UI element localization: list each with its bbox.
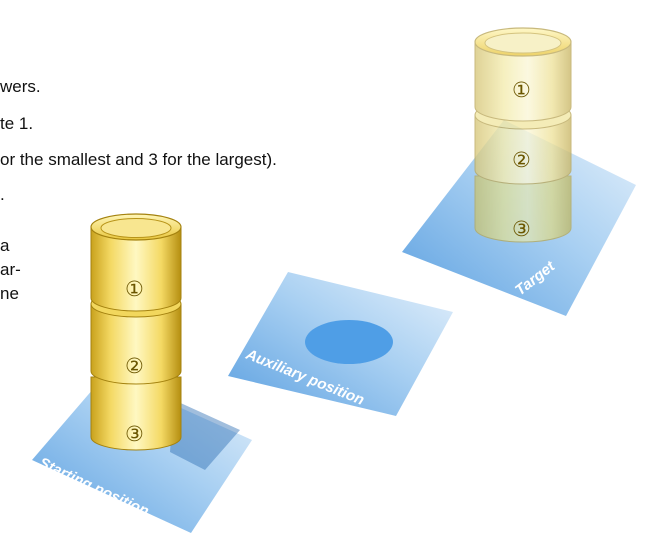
target-stack <box>474 27 572 243</box>
instruction-line-5: a <box>0 236 10 255</box>
starting-plate <box>32 374 252 533</box>
starting-disc-1-number: ① <box>125 277 144 301</box>
instruction-line-7: ne <box>0 284 19 303</box>
auxiliary-position: Auxiliary position <box>228 272 453 416</box>
instruction-line-4: . <box>0 185 5 204</box>
instruction-line-6: ar- <box>0 260 21 279</box>
target-disc-2-number: ② <box>512 148 531 172</box>
starting-disc-2-number: ② <box>125 354 144 378</box>
target-disc-3-number: ③ <box>512 217 531 241</box>
starting-stack <box>90 213 182 451</box>
target-disc-1-number: ① <box>512 78 531 102</box>
auxiliary-empty-spot <box>305 320 393 364</box>
instruction-line-1: wers. <box>0 77 41 96</box>
starting-position: Starting position ③ ② ① <box>32 213 252 533</box>
starting-disc-3-number: ③ <box>125 422 144 446</box>
instruction-line-2: te 1. <box>0 114 34 133</box>
instruction-line-3: or the smallest and 3 for the largest). <box>0 150 277 169</box>
target-position: Target ③ ② ① <box>402 27 636 316</box>
